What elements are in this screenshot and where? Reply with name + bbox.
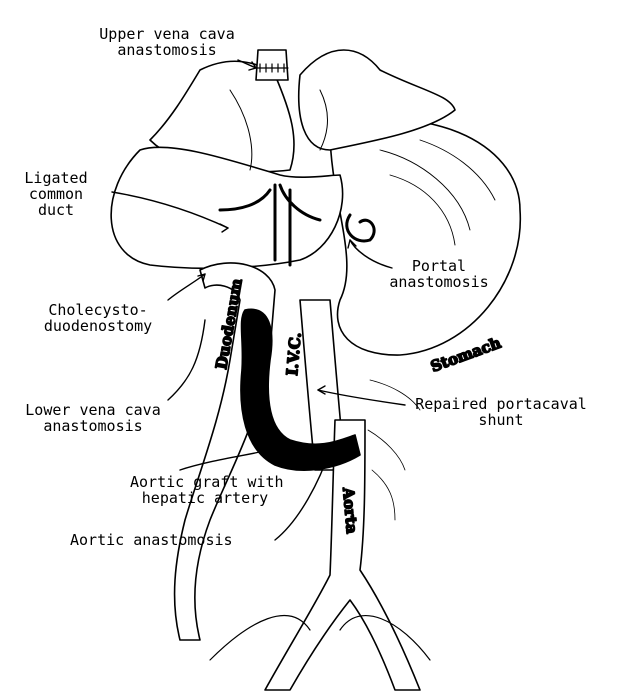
label-aortic-graft-line2: hepatic artery bbox=[141, 489, 269, 507]
label-aortic-anastomosis: Aortic anastomosis bbox=[70, 532, 233, 548]
stomach-rugae bbox=[379, 139, 496, 246]
label-repaired-portacaval-shunt: Repaired portacaval shunt bbox=[408, 396, 594, 428]
leader-lines bbox=[111, 59, 406, 541]
fibrous-tissue bbox=[367, 379, 421, 521]
aorta-vessel bbox=[264, 419, 421, 691]
liver-lower bbox=[110, 146, 344, 270]
label-lower-vc-line2: anastomosis bbox=[43, 417, 143, 435]
label-cholecysto-line2: duodenostomy bbox=[43, 317, 153, 335]
bile-coil bbox=[345, 213, 376, 243]
label-aortic-graft: Aortic graft with hepatic artery bbox=[130, 473, 284, 507]
label-upper-vena-cava-line2: anastomosis bbox=[117, 41, 217, 59]
label-upper-vena-cava: Upper vena cava anastomosis bbox=[82, 26, 252, 58]
ivc-text: I.V.C. bbox=[283, 332, 305, 377]
label-lower-vena-cava: Lower vena cava anastomosis bbox=[18, 402, 168, 434]
stomach-shape bbox=[329, 119, 522, 356]
liver-left-lobe bbox=[297, 49, 456, 151]
aortic-graft bbox=[240, 308, 361, 471]
label-shunt-line1: Repaired portacaval bbox=[415, 395, 587, 413]
label-shunt-line2: shunt bbox=[478, 411, 524, 429]
liver-fold bbox=[229, 89, 328, 171]
label-portal-line2: anastomosis bbox=[389, 273, 489, 291]
pelvic-vessels bbox=[209, 614, 431, 661]
aorta-text: Aorta bbox=[339, 486, 361, 535]
label-aortic-graft-line1: Aortic graft with bbox=[130, 473, 284, 491]
label-ligated-line3: duct bbox=[37, 201, 75, 219]
label-aortic-anastomosis-text: Aortic anastomosis bbox=[70, 531, 233, 549]
label-portal-anastomosis: Portal anastomosis bbox=[384, 258, 494, 290]
upper-vc-sutures bbox=[255, 63, 289, 73]
label-ligated-line1: Ligated bbox=[24, 169, 88, 187]
label-ligated-common-duct: Ligated common duct bbox=[10, 170, 102, 218]
label-lower-vc-line1: Lower vena cava bbox=[25, 401, 161, 419]
label-upper-vena-cava-line1: Upper vena cava bbox=[99, 25, 235, 43]
label-ligated-line2: common bbox=[28, 185, 84, 203]
portal-vessels bbox=[218, 183, 322, 267]
label-portal-line1: Portal bbox=[411, 257, 467, 275]
label-cholecysto-line1: Cholecysto- bbox=[48, 301, 148, 319]
label-cholecystoduodenostomy: Cholecysto- duodenostomy bbox=[28, 302, 168, 334]
